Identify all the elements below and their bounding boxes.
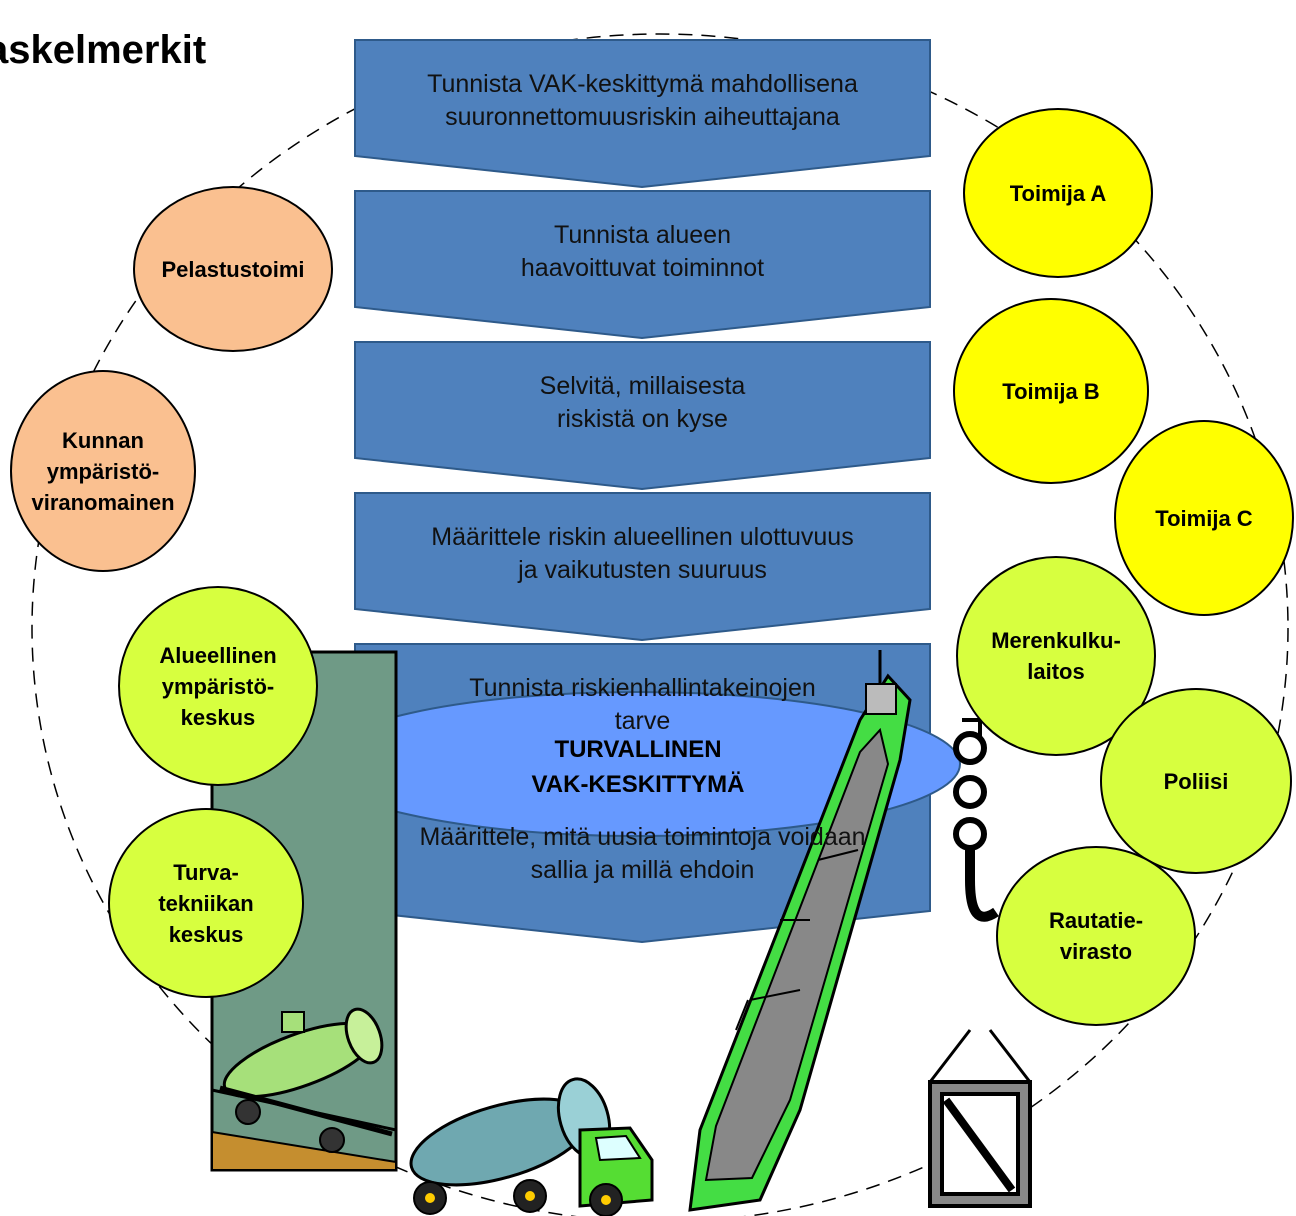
step-arrow-1 <box>354 39 931 189</box>
step-4-label: Määrittele riskin alueellinen ulottuvuus… <box>431 523 854 584</box>
actor-rautatie-label: Rautatie- virasto <box>1048 908 1144 964</box>
actor-rautatievirasto: Rautatie- virasto <box>996 846 1196 1026</box>
step-2: Tunnista alueen haavoittuvat toiminnot <box>355 191 930 321</box>
page-title: askelmerkit <box>0 28 207 72</box>
step-2-label: Tunnista alueen haavoittuvat toiminnot <box>520 221 765 282</box>
actor-toimija-c: Toimija C <box>1114 420 1294 616</box>
step-3: Selvitä, millaisesta riskistä on kyse <box>355 342 930 472</box>
step-5: Tunnista riskienhallintakeinojen tarve <box>355 644 930 774</box>
actor-kunnan-ymparistoviranomainen: Kunnan ympäristö- viranomainen <box>10 370 196 572</box>
actor-alueellinen-ymparistokeskus: Alueellinen ympäristö- keskus <box>118 586 318 786</box>
step-arrow-2 <box>354 190 931 340</box>
step-6-label: Määrittele, mitä uusia toimintoja voidaa… <box>419 823 866 884</box>
step-arrow-3 <box>354 341 931 491</box>
actor-merenkulku-label: Merenkulku- laitos <box>991 628 1121 684</box>
step-3-label: Selvitä, millaisesta riskistä on kyse <box>539 372 746 433</box>
actor-toimija-a: Toimija A <box>963 108 1153 278</box>
actor-toimija-b: Toimija B <box>953 298 1149 484</box>
actor-poliisi: Poliisi <box>1100 688 1292 874</box>
step-4: Määrittele riskin alueellinen ulottuvuus… <box>355 493 930 623</box>
cooperation-ring <box>31 33 1289 1216</box>
step-5-label: Tunnista riskienhallintakeinojen tarve <box>469 674 816 735</box>
crane-hook-crate-icon <box>928 718 1032 1208</box>
step-6: Määrittele, mitä uusia toimintoja voidaa… <box>355 795 930 925</box>
actor-turvatekniikan-keskus: Turva- tekniikan keskus <box>108 808 304 998</box>
actor-poliisi-label: Poliisi <box>1163 768 1229 794</box>
actor-toimija-a-label: Toimija A <box>1009 180 1107 206</box>
actor-pelastustoimi: Pelastustoimi <box>133 186 333 352</box>
goal-label: TURVALLINEN VAK-KESKITTYMÄ <box>531 736 745 798</box>
tanker-truck-icon <box>409 1077 654 1216</box>
actor-toimija-b-label: Toimija B <box>1002 378 1100 404</box>
actor-kunnan-label: Kunnan ympäristö- viranomainen <box>31 427 175 515</box>
tanker-ship-icon <box>688 650 912 1212</box>
actor-toimija-c-label: Toimija C <box>1155 505 1253 531</box>
step-1: Tunnista VAK-keskittymä mahdollisena suu… <box>355 40 930 170</box>
actor-alueellinen-label: Alueellinen ympäristö- keskus <box>159 642 277 730</box>
step-1-label: Tunnista VAK-keskittymä mahdollisena suu… <box>427 70 858 131</box>
actor-pelastustoimi-label: Pelastustoimi <box>161 256 305 282</box>
step-arrow-4 <box>354 492 931 642</box>
actor-turva-label: Turva- tekniikan keskus <box>158 859 254 947</box>
